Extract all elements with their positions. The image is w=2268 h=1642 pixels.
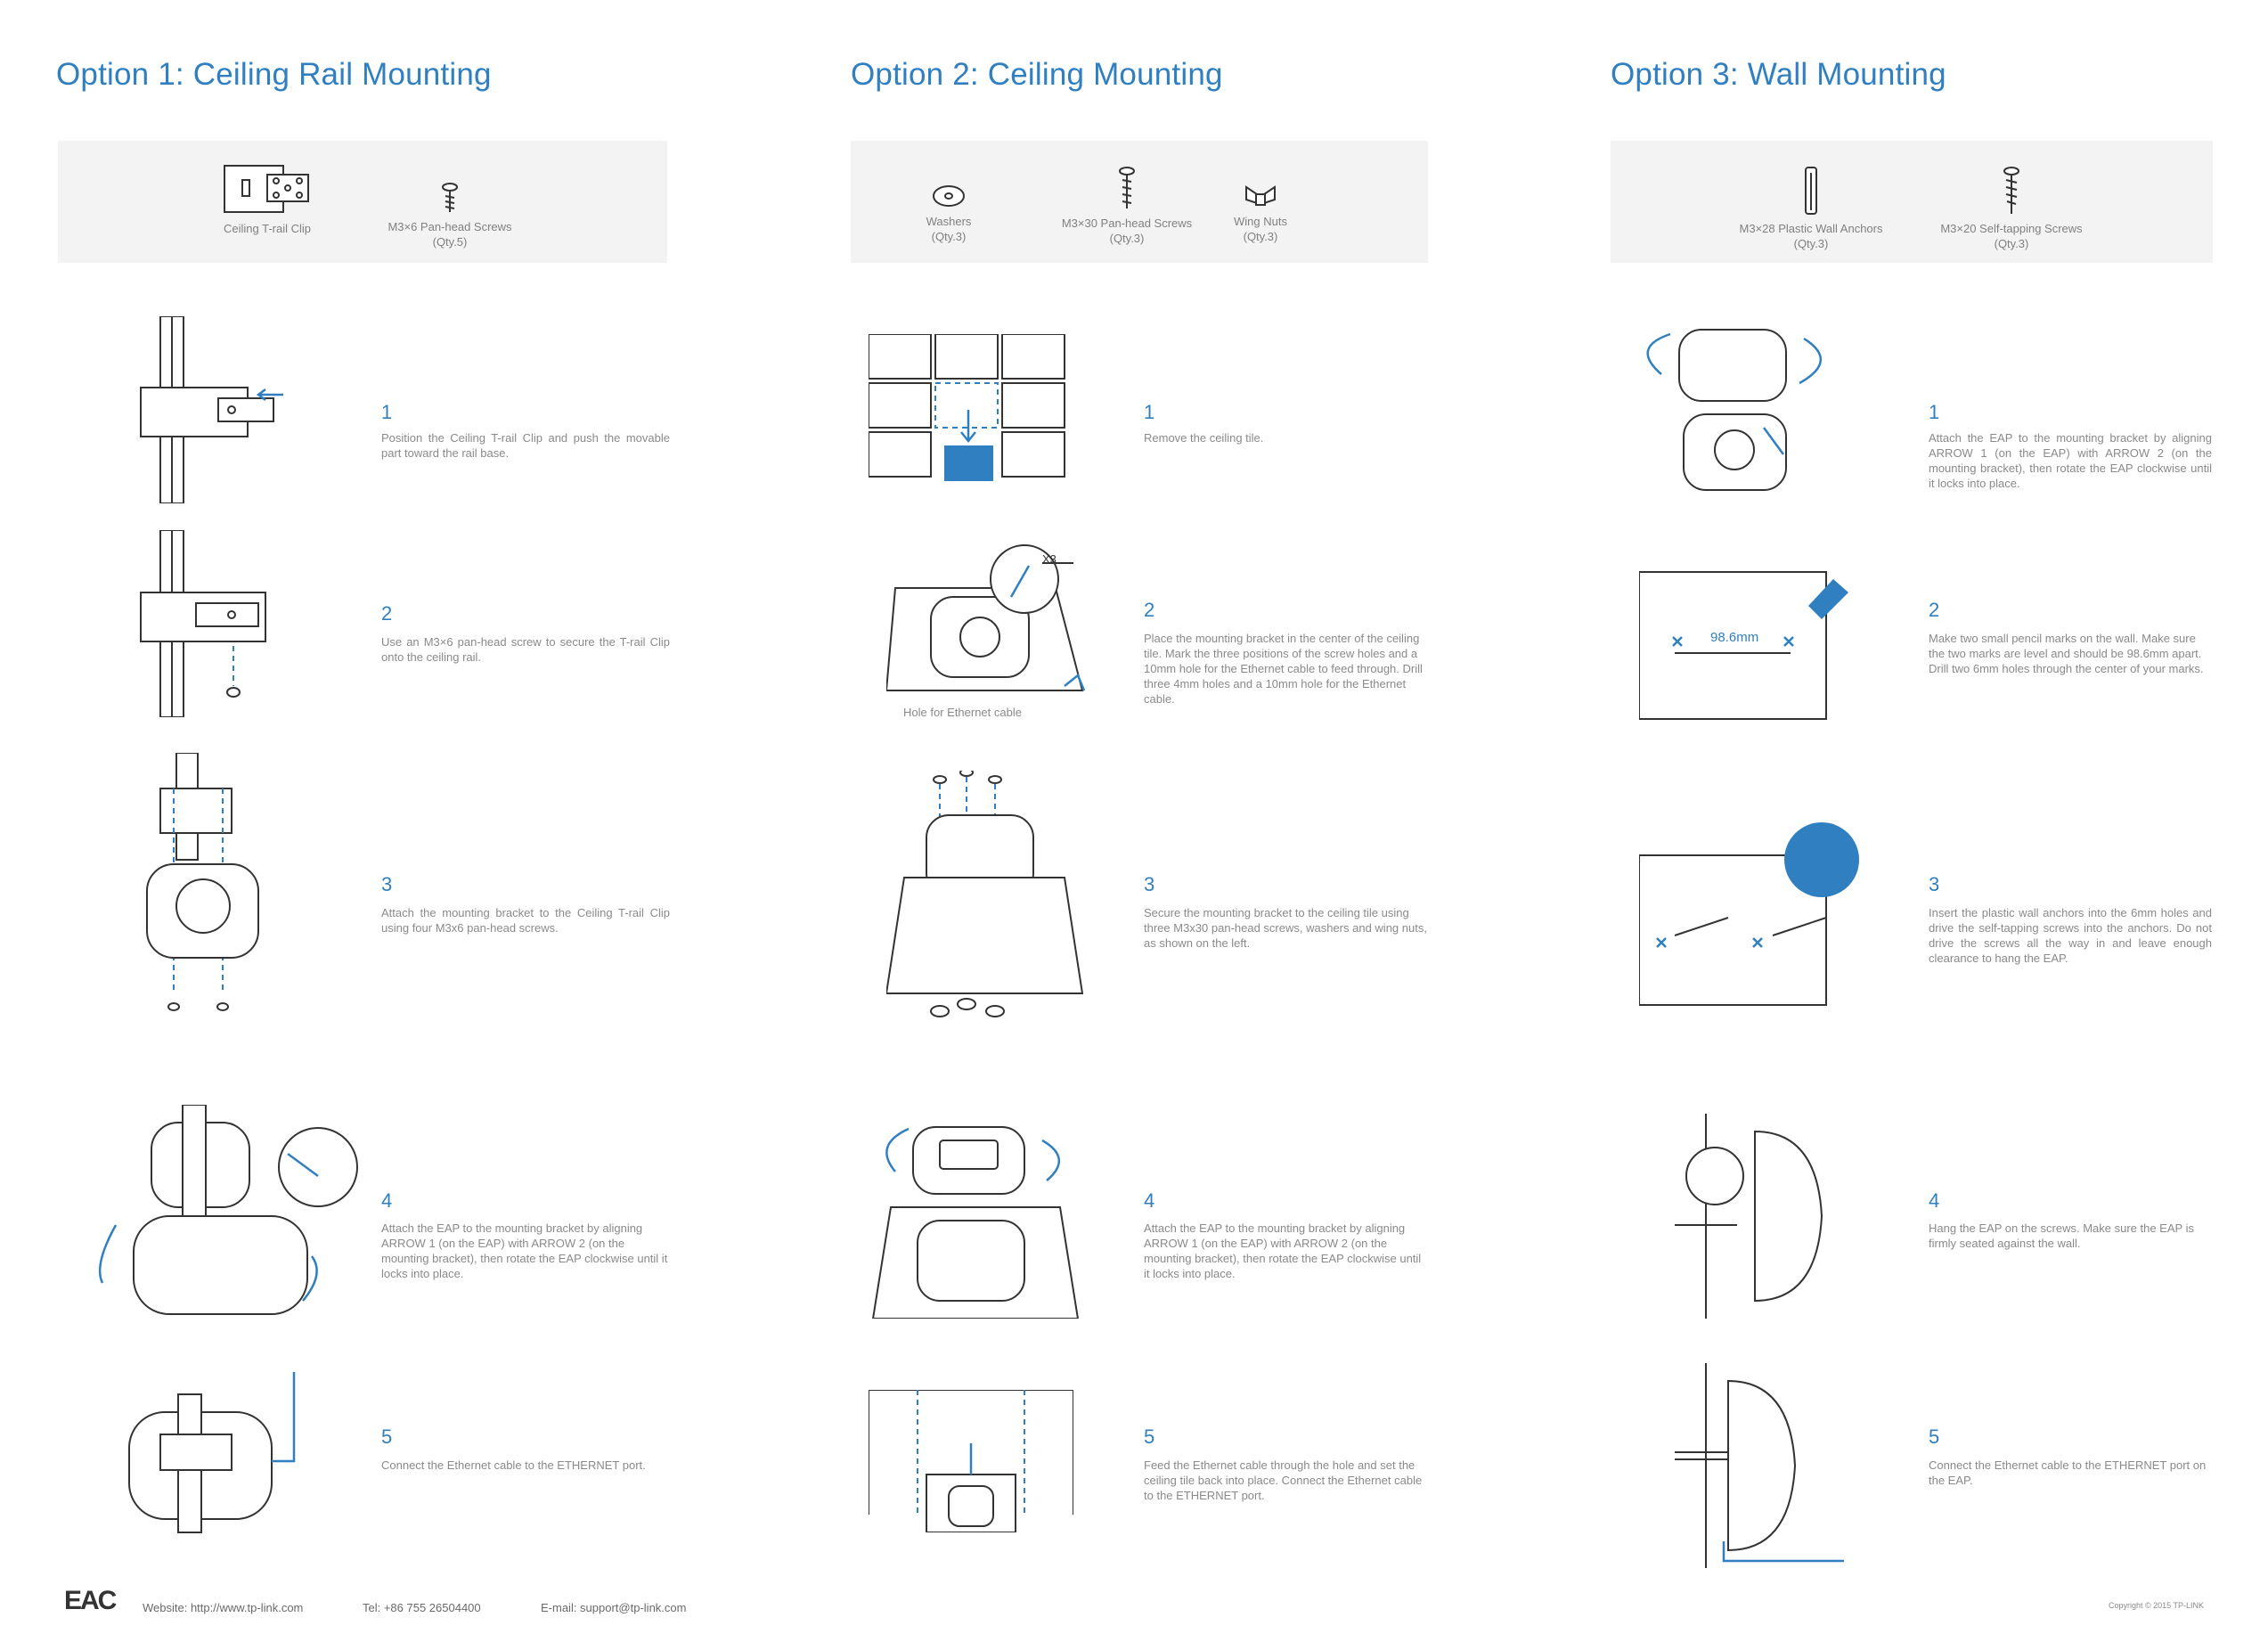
option-2-parts-panel: Washers (Qty.3) M3×30 Pan-head Screws (Q…: [851, 141, 1428, 263]
rotate-eap-illustration-2: [871, 1126, 1080, 1319]
option-2-step-1-text: Remove the ceiling tile.: [1144, 431, 1264, 445]
secure-bracket-illustration: [886, 771, 1084, 1017]
eac-logo: EAC: [64, 1586, 117, 1615]
option-1-step-1-number: 1: [381, 401, 393, 423]
part-self-tapping-screws: M3×20 Self-tapping Screws (Qty.3): [1922, 166, 2101, 251]
t-rail-clip-illustration: [140, 316, 283, 503]
part-qty: (Qty.3): [1243, 230, 1278, 243]
part-t-rail-clip: Ceiling T-rail Clip: [209, 162, 325, 236]
part-qty: (Qty.5): [432, 235, 468, 249]
option-3-step-2-text: Make two small pencil marks on the wall.…: [1929, 632, 2204, 675]
option-3-step-3-text: Insert the plastic wall anchors into the…: [1929, 906, 2212, 965]
option-3-step-3-number: 3: [1929, 873, 1940, 895]
option-3-step-1-number: 1: [1929, 401, 1940, 423]
option-1-step-1-text: Position the Ceiling T-rail Clip and pus…: [381, 431, 670, 460]
option-1-step-2-text: Use an M3×6 pan-head screw to secure the…: [381, 635, 670, 664]
part-washers: Washers (Qty.3): [904, 182, 993, 244]
self-tapping-screw-icon: [2003, 167, 2019, 214]
option-3-title: Option 3: Wall Mounting: [1611, 57, 1946, 92]
option-1-step-4-number: 4: [381, 1189, 393, 1212]
bracket-to-clip-illustration: [146, 753, 259, 1011]
option-1-step-5-number: 5: [381, 1426, 393, 1448]
option-2-step-4-text: Attach the EAP to the mounting bracket b…: [1144, 1221, 1422, 1280]
option-1-step-2-number: 2: [381, 602, 393, 625]
ceiling-tile-removal-illustration: [869, 334, 1065, 481]
washer-icon: [933, 185, 965, 207]
part-qty: (Qty.3): [1109, 232, 1145, 245]
x3-label: X3: [1042, 552, 1056, 566]
option-2-step-2-text: Place the mounting bracket in the center…: [1144, 632, 1423, 706]
option-3-step-1-text: Attach the EAP to the mounting bracket b…: [1929, 431, 2212, 490]
option-3-step-4-number: 4: [1929, 1189, 1940, 1212]
screw-icon: [1119, 167, 1135, 208]
option-1-step-3-text: Attach the mounting bracket to the Ceili…: [381, 906, 670, 935]
option-3-parts-panel: M3×28 Plastic Wall Anchors (Qty.3) M3×20…: [1611, 141, 2213, 263]
option-3-step-4-text: Hang the EAP on the screws. Make sure th…: [1929, 1221, 2194, 1250]
ethernet-cable-illustration-3: [1675, 1363, 1844, 1568]
part-label: M3×30 Pan-head Screws: [1061, 216, 1193, 230]
hang-eap-illustration: [1675, 1114, 1823, 1319]
option-1-parts-panel: Ceiling T-rail Clip M3×6 Pan-head Screws…: [58, 141, 667, 263]
mark-ceiling-tile-illustration: [886, 544, 1086, 691]
footer-website[interactable]: Website: http://www.tp-link.com: [143, 1601, 304, 1614]
wing-nut-icon: [1245, 185, 1276, 206]
option-1-step-4-text: Attach the EAP to the mounting bracket b…: [381, 1221, 668, 1280]
part-wing-nuts: Wing Nuts (Qty.3): [1207, 182, 1314, 244]
distance-label: 98.6mm: [1710, 630, 1759, 645]
option-2-step-5-text: Feed the Ethernet cable through the hole…: [1144, 1458, 1423, 1502]
option-1-title: Option 1: Ceiling Rail Mounting: [56, 57, 492, 92]
part-label: Ceiling T-rail Clip: [223, 222, 311, 235]
screw-icon: [442, 183, 458, 212]
option-3-step-2-number: 2: [1929, 599, 1940, 621]
part-label: M3×6 Pan-head Screws: [388, 220, 512, 233]
option-2-title: Option 2: Ceiling Mounting: [851, 57, 1223, 92]
part-label: Wing Nuts: [1234, 215, 1287, 228]
wall-marks-illustration: [1639, 571, 1848, 720]
footer-tel: Tel: +86 755 26504400: [363, 1601, 481, 1614]
footer-email[interactable]: E-mail: support@tp-link.com: [541, 1601, 687, 1614]
option-2-step-5-number: 5: [1144, 1426, 1155, 1448]
t-rail-screw-illustration: [140, 530, 266, 717]
footer-copyright: Copyright © 2015 TP-LINK: [2108, 1601, 2204, 1610]
part-pan-head-screws-30: M3×30 Pan-head Screws (Qty.3): [1038, 166, 1216, 246]
part-wall-anchors: M3×28 Plastic Wall Anchors (Qty.3): [1722, 166, 1900, 251]
option-2-step-4-number: 4: [1144, 1189, 1155, 1212]
option-2-step-2-number: 2: [1144, 599, 1155, 621]
attach-eap-wall-illustration: [1646, 329, 1822, 491]
ethernet-cable-illustration-1: [128, 1372, 296, 1533]
rotate-eap-illustration-1: [98, 1105, 358, 1315]
option-3-step-5-number: 5: [1929, 1426, 1940, 1448]
part-label: M3×20 Self-tapping Screws: [1940, 222, 2083, 235]
option-1-step-3-number: 3: [381, 873, 393, 895]
wall-anchors-illustration: [1639, 822, 1859, 1006]
option-2-step-3-text: Secure the mounting bracket to the ceili…: [1144, 906, 1427, 950]
replace-tile-illustration: [869, 1390, 1073, 1532]
option-1-step-5-text: Connect the Ethernet cable to the ETHERN…: [381, 1458, 646, 1472]
part-pan-head-screws: M3×6 Pan-head Screws (Qty.5): [361, 182, 539, 249]
part-qty: (Qty.3): [931, 230, 967, 243]
part-qty: (Qty.3): [1793, 237, 1829, 250]
part-qty: (Qty.3): [1994, 237, 2029, 250]
option-2-step-1-number: 1: [1144, 401, 1155, 423]
part-label: Washers: [926, 215, 972, 228]
hole-caption: Hole for Ethernet cable: [903, 706, 1022, 719]
t-rail-clip-icon: [224, 165, 309, 213]
option-3-step-5-text: Connect the Ethernet cable to the ETHERN…: [1929, 1458, 2207, 1487]
part-label: M3×28 Plastic Wall Anchors: [1739, 222, 1883, 235]
wall-anchor-icon: [1805, 167, 1817, 215]
option-2-step-3-number: 3: [1144, 873, 1155, 895]
